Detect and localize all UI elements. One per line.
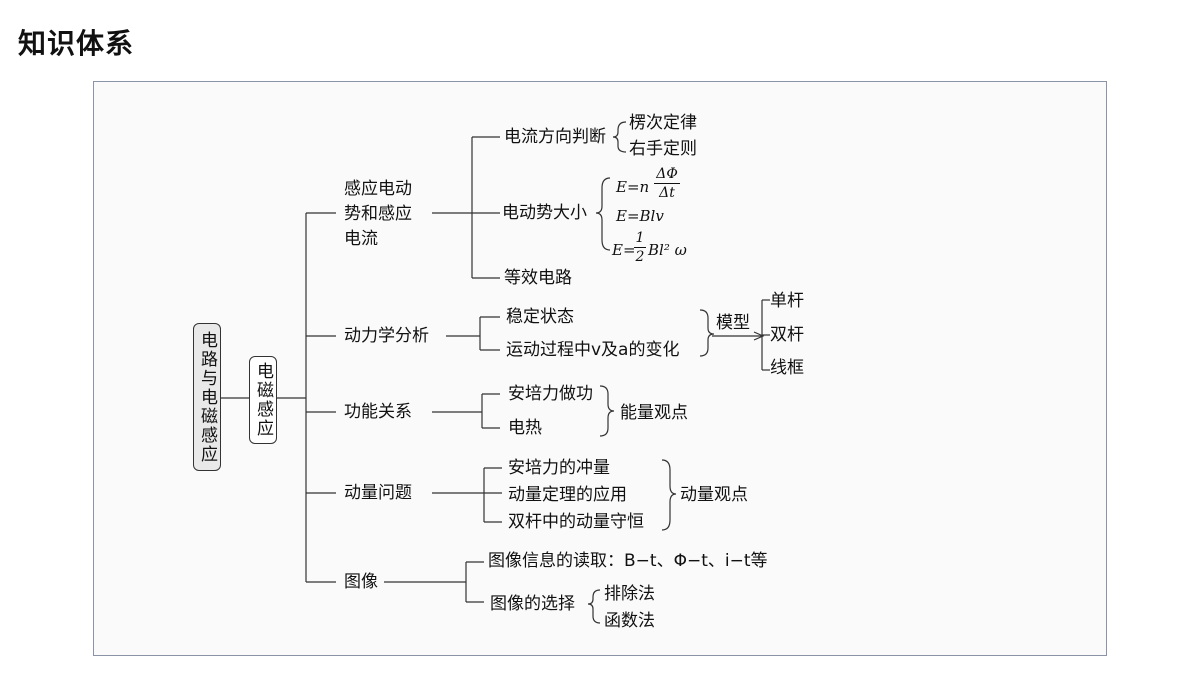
momentum-viewpoint-label: 动量观点 (680, 485, 748, 505)
brace-dynamics (699, 309, 715, 357)
page-title: 知识体系 (18, 27, 135, 60)
branch-work-energy-label: 功能关系 (344, 402, 412, 422)
formula-rotating-suffix: Bl² ω (648, 241, 687, 259)
formula-rotating-prefix: E= (612, 241, 636, 259)
emf-magnitude-label: 电动势大小 (502, 203, 587, 223)
model-item: 线框 (770, 358, 804, 378)
fraction-bar (654, 183, 680, 184)
current-direction-item: 楞次定律 (629, 113, 697, 133)
branch-emf-line3: 电流 (344, 229, 378, 249)
fraction-bar (634, 247, 646, 248)
model-label: 模型 (716, 313, 750, 333)
equivalent-circuit-label: 等效电路 (504, 268, 572, 288)
dynamics-item: 稳定状态 (506, 307, 574, 327)
brace-emf-magnitude (595, 177, 611, 251)
model-item: 双杆 (770, 325, 804, 345)
formula-faraday-fraction: ΔΦ Δt (654, 166, 680, 201)
brace-work-energy (599, 385, 615, 437)
branch-graphs-label: 图像 (344, 572, 378, 592)
work-energy-item: 电热 (508, 418, 542, 438)
branch-momentum-label: 动量问题 (344, 483, 412, 503)
energy-viewpoint-label: 能量观点 (620, 403, 688, 423)
formula-faraday-numerator: ΔΦ (656, 166, 678, 182)
momentum-item: 安培力的冲量 (508, 458, 610, 478)
root-node-label: 电路与电磁感应 (197, 330, 217, 464)
level1-node: 电磁感应 (249, 356, 277, 444)
formula-faraday-denominator: Δt (659, 185, 675, 201)
dynamics-item: 运动过程中v及a的变化 (506, 340, 680, 360)
current-direction-item: 右手定则 (629, 139, 697, 159)
graph-selection-label: 图像的选择 (490, 594, 575, 614)
brace-graph-selection (587, 589, 601, 624)
branch-emf-line1: 感应电动 (344, 179, 412, 199)
level1-node-label: 电磁感应 (253, 362, 273, 438)
graph-method-item: 排除法 (604, 584, 655, 604)
formula-rotating-fraction: 1 2 (634, 230, 646, 265)
branch-dynamics-label: 动力学分析 (344, 326, 429, 346)
branch-emf-line2: 势和感应 (344, 204, 412, 224)
current-direction-label: 电流方向判断 (504, 127, 606, 147)
graph-method-item: 函数法 (604, 611, 655, 631)
root-node: 电路与电磁感应 (193, 323, 221, 471)
formula-rotating-numerator: 1 (635, 230, 645, 246)
brace-current-direction (612, 121, 627, 153)
graph-reading-label: 图像信息的读取：B−t、Φ−t、i−t等 (488, 551, 768, 571)
formula-rotating-denominator: 2 (635, 249, 645, 265)
formula-motional-emf: E=Blv (616, 207, 664, 225)
model-item: 单杆 (770, 291, 804, 311)
brace-momentum (661, 459, 677, 531)
momentum-item: 双杆中的动量守恒 (508, 512, 644, 532)
work-energy-item: 安培力做功 (508, 384, 593, 404)
momentum-item: 动量定理的应用 (508, 485, 627, 505)
formula-faraday-prefix: E=n (616, 178, 650, 196)
